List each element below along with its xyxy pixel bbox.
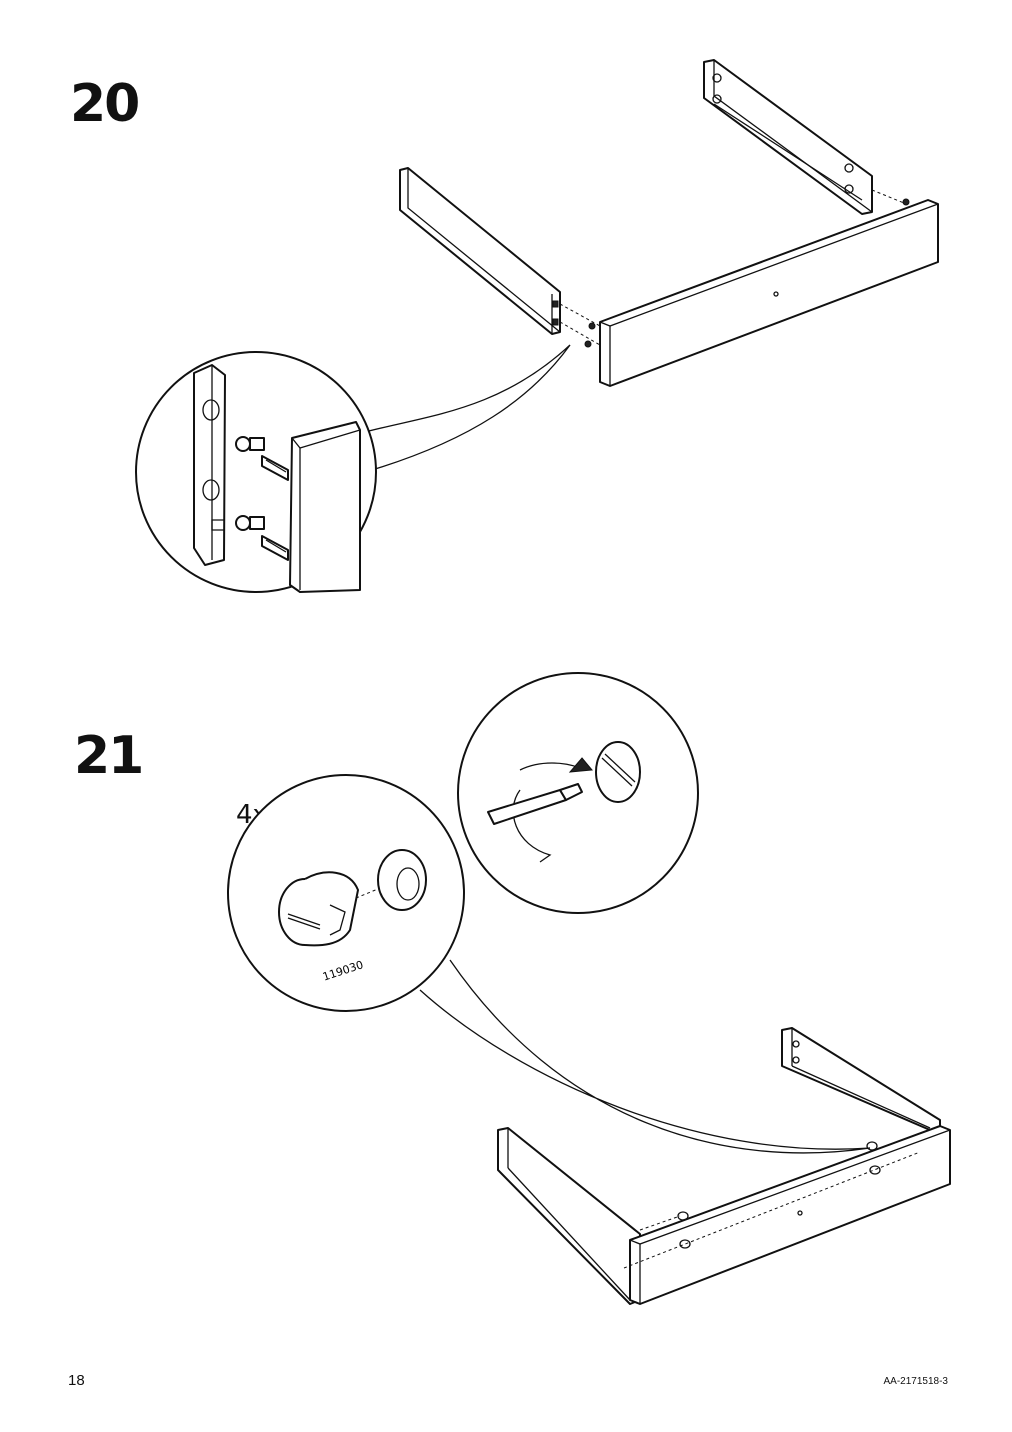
step-number-21: 21 (74, 726, 144, 786)
slotted-screw-head (595, 741, 641, 803)
dowel-detail-zoom (135, 344, 571, 593)
cam-lock-socket (377, 849, 427, 911)
dowel-upper (235, 436, 289, 481)
step-21-illustration: 119030 (227, 672, 951, 1305)
cam-lock-fitting (278, 871, 359, 947)
front-panel (584, 198, 939, 387)
frame-assembly (497, 1027, 951, 1305)
screwdriver-zoom (457, 672, 699, 914)
cam-lock-zoom: 119030 (227, 774, 465, 1012)
step-20-illustration (135, 59, 939, 593)
page-number: 18 (68, 1372, 85, 1389)
back-side-panel (703, 59, 905, 215)
left-side-panel (399, 167, 601, 346)
document-code: AA-2171518-3 (883, 1376, 949, 1387)
step-number-20: 20 (70, 74, 140, 134)
callout-tail (419, 959, 871, 1154)
dowel-lower (235, 515, 289, 561)
